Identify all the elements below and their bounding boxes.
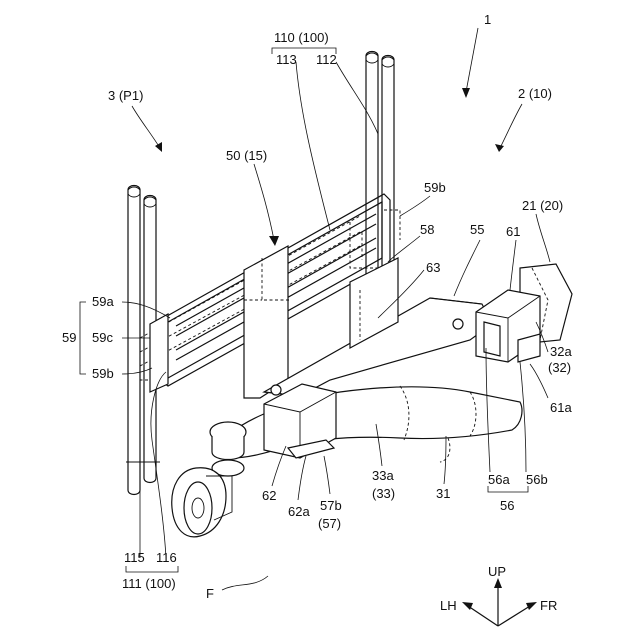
label-21-20: 21 (20) <box>522 198 563 213</box>
label-f: F <box>206 586 214 601</box>
label-32: (32) <box>548 360 571 375</box>
label-62a: 62a <box>288 504 310 519</box>
label-59c: 59c <box>92 330 113 345</box>
bracket-plate <box>264 258 492 396</box>
label-up: UP <box>488 564 506 579</box>
label-63: 63 <box>426 260 440 275</box>
label-59b-top: 59b <box>424 180 446 195</box>
label-1: 1 <box>484 12 491 27</box>
label-59b: 59b <box>92 366 114 381</box>
label-56a: 56a <box>488 472 510 487</box>
label-lh: LH <box>440 598 457 613</box>
label-33a: 33a <box>372 468 394 483</box>
label-116: 116 <box>156 550 177 565</box>
label-110: 110 (100) <box>274 30 329 45</box>
label-59a: 59a <box>92 294 114 309</box>
label-62: 62 <box>262 488 276 503</box>
label-50-15: 50 (15) <box>226 148 267 163</box>
label-fr: FR <box>540 598 557 613</box>
label-57: (57) <box>318 516 341 531</box>
label-56: 56 <box>500 498 514 513</box>
clamp-block-61 <box>476 290 540 362</box>
label-61a: 61a <box>550 400 572 415</box>
label-112: 112 <box>316 52 337 67</box>
label-3-p1: 3 (P1) <box>108 88 143 103</box>
label-113: 113 <box>276 52 297 67</box>
label-57b: 57b <box>320 498 342 513</box>
label-115: 115 <box>124 550 145 565</box>
label-61: 61 <box>506 224 520 239</box>
label-31: 31 <box>436 486 450 501</box>
label-32a: 32a <box>550 344 572 359</box>
label-59: 59 <box>62 330 76 345</box>
label-55: 55 <box>470 222 484 237</box>
direction-indicator <box>462 578 537 626</box>
label-56b: 56b <box>526 472 548 487</box>
label-2-10: 2 (10) <box>518 86 552 101</box>
vertical-plate <box>244 246 290 398</box>
label-33: (33) <box>372 486 395 501</box>
label-58: 58 <box>420 222 434 237</box>
label-111-100: 111 (100) <box>122 576 176 591</box>
